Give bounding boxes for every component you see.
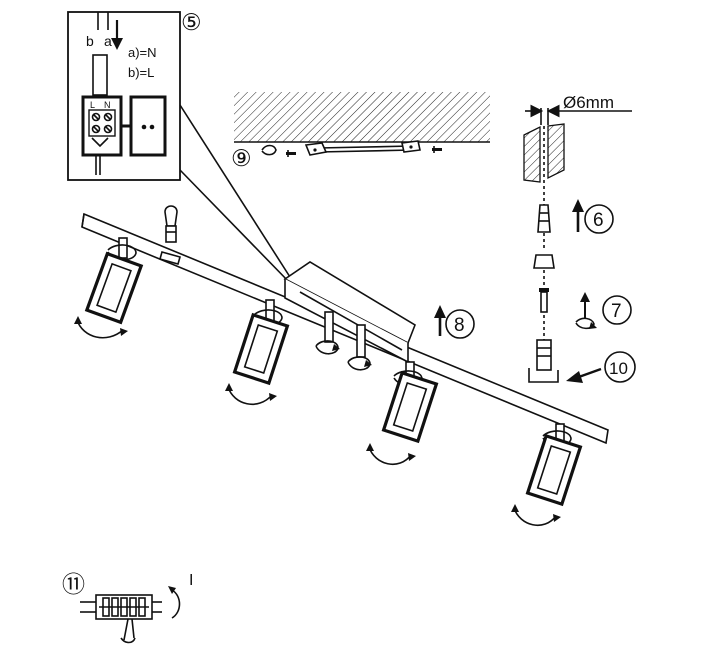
arrow-up-icon [434,305,446,336]
screw-icon [432,146,442,153]
bulb-detail [80,594,162,644]
wall-plug [537,204,551,233]
step-11-number: ⑪ [62,571,85,597]
spotlight-head-2 [225,299,290,405]
terminal-label-n: N [104,100,111,110]
wire-legend-a: a)=N [128,45,157,60]
rotate-arrow-icon [227,386,273,405]
callout-line [179,169,291,284]
step-9-number: ⑨ [231,145,252,171]
bulb-icon [159,205,181,265]
canopy-mount-left [315,311,340,355]
bulb-turn-symbol: I [189,572,193,589]
drill-diameter-label: Ø6mm [563,93,614,112]
arrow-down-icon [111,38,123,50]
wire-legend-b: b)=L [128,65,154,80]
ceiling-hatched [234,92,490,143]
rotate-arrow-icon [168,586,181,619]
mounting-bracket [304,140,421,156]
step-6-number: 6 [593,210,604,231]
arrow-up-rotate-icon [575,292,597,330]
canopy-mount-right [347,324,372,371]
wiring-detail-inset: L N b a a)=N b)=L [67,11,181,181]
rotate-arrow-icon [76,319,124,339]
callout-line [179,104,291,278]
rotate-arrow-icon [513,507,557,527]
spotlight-head-1 [74,237,144,339]
junction-box [129,95,167,157]
step-8-number: 8 [454,315,465,336]
step-7-number: 7 [611,301,622,322]
arrow-left-icon [566,367,602,383]
screw-icon [286,150,296,157]
ceiling-clamp [528,339,559,383]
screw-icon [539,288,549,313]
terminal-label-l: L [90,100,95,110]
arrow-up-icon [572,199,584,232]
rotate-icon [261,144,277,156]
terminal-block: L N [81,95,131,157]
spotlight-head-3 [366,361,439,466]
spotlight-head-4 [511,423,583,527]
step-5-number: ⑤ [181,9,202,35]
wire-label-a: a [104,33,112,49]
ceiling-canopy [283,261,416,364]
wire-label-b: b [86,33,94,49]
nut [533,254,555,269]
rotate-arrow-icon [368,446,412,466]
drill-detail: Ø6mm [523,93,632,205]
step-10-number: 10 [609,359,628,378]
